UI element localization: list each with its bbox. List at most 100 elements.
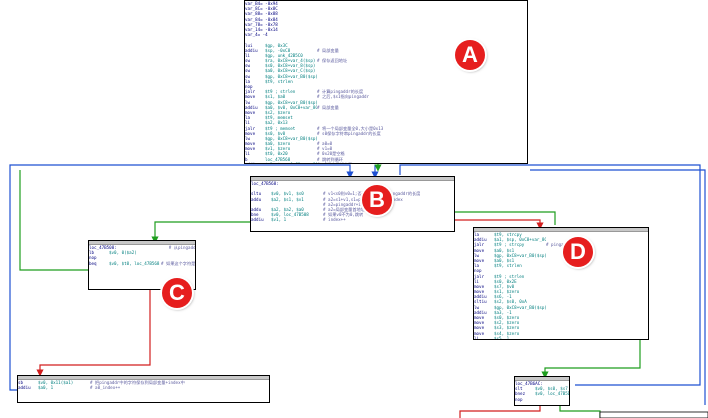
node-b-loop-check[interactable]: loc_47B568:sltu$v0, $v1, $s0# v1<s0则v0=1…: [250, 176, 455, 232]
node-b-lines: loc_47B568:sltu$v0, $v1, $s0# v1<s0则v0=1…: [251, 181, 454, 223]
asm-line[interactable]: move$s3, $zero: [474, 325, 648, 330]
asm-line[interactable]: move$s1, $a0# 之后,$s1指向pingaddr: [245, 94, 527, 99]
badge-a: A: [455, 40, 485, 70]
asm-operands: $s4, $zero: [494, 330, 520, 336]
asm-line[interactable]: loc_47B6AC:: [515, 381, 569, 386]
asm-line[interactable]: lw$gp, 0xC8+var_B0($sp): [474, 253, 648, 258]
asm-mnemonic: move: [474, 315, 485, 320]
asm-line[interactable]: lui$gp, 0x3C: [245, 43, 527, 48]
asm-line[interactable]: beq$v0, $t0, loc_47B568# 如果这个字符是空格,就cont…: [89, 261, 195, 266]
asm-line[interactable]: move$s2, $zero: [245, 110, 527, 115]
asm-line[interactable]: sw$s0, 0xC8+var_8($sp): [245, 63, 527, 68]
asm-mnemonic: move: [474, 283, 485, 289]
asm-line[interactable]: move$s1, $zero: [474, 289, 648, 294]
asm-line[interactable]: sb$v0, 0x11($a1)# 把pingaddr中的字符保存到局部变量+i…: [18, 380, 269, 385]
asm-line[interactable]: var_B4= -0x94: [245, 1, 527, 6]
asm-line[interactable]: li$a2, 0x13: [245, 120, 527, 125]
asm-line[interactable]: lw$gp, 0xC8+var_B0($sp): [245, 136, 527, 141]
asm-mnemonic: jalr: [474, 242, 485, 248]
edge-c-true-to-b: [19, 170, 100, 271]
asm-line[interactable]: addiu$v1, 1# index++: [251, 217, 454, 222]
asm-line[interactable]: li$s0, 0x2E: [474, 279, 648, 284]
node-e-store-byte[interactable]: sb$v0, 0x11($a1)# 把pingaddr中的字符保存到局部变量+i…: [17, 375, 270, 403]
asm-line[interactable]: sw$a0, 0xC8+var_C($sp): [245, 68, 527, 73]
asm-line[interactable]: addiu$a1, $sp, 0xC8+var_8C: [474, 237, 648, 242]
asm-operands: $gp, 0xC8+var_B0($sp): [265, 99, 317, 105]
asm-line[interactable]: move$s0, $v0# s0保存字符串pingaddr的长度: [245, 131, 527, 136]
asm-mnemonic: jalr: [474, 273, 485, 279]
asm-line[interactable]: la$t9, strlen: [245, 79, 527, 84]
asm-line[interactable]: jalr$t9 ; strlen# 计算pingaddr的长度: [245, 89, 527, 94]
asm-mnemonic: addiu: [18, 385, 31, 391]
asm-line[interactable]: move$s4, $zero: [474, 331, 648, 336]
asm-operands: $gp, 0xC8+var_B0($sp): [265, 73, 317, 79]
asm-line[interactable]: var_84= -0x84: [245, 17, 527, 22]
asm-line[interactable]: nop: [89, 255, 195, 260]
asm-line[interactable]: sw$ra, 0xC8+var_4($sp)# 保存返回地址: [245, 58, 527, 63]
asm-line[interactable]: addiu$a0, $v0, 0xC8+var_8C# 局部变量: [245, 105, 527, 110]
asm-operands: $v0, loc_47B508: [271, 212, 309, 218]
asm-operands: $s6, -1: [494, 294, 512, 300]
asm-line[interactable]: var_78= -0x78: [245, 22, 527, 27]
edge-b-false-to-d: [450, 219, 544, 230]
asm-line[interactable]: la$t9, strcpy: [474, 232, 648, 237]
asm-line[interactable]: var_14= -0x14: [245, 27, 527, 32]
asm-line[interactable]: # a2=pingaddr+index: [251, 202, 454, 207]
asm-line[interactable]: bne$v0, loc_47B508# 如果v0不为0,跳转: [251, 212, 454, 217]
asm-line[interactable]: nop: [515, 397, 569, 402]
asm-line[interactable]: nop: [245, 84, 527, 89]
asm-comment: # 保存返回地址: [317, 58, 348, 64]
asm-line[interactable]: addiu$a0, 1# a0_index++: [18, 385, 269, 390]
asm-line[interactable]: loc_47B568:: [251, 181, 454, 186]
asm-line[interactable]: move$v1, $zero# v1=0: [245, 146, 527, 151]
asm-comment: # 局部变量: [317, 47, 339, 53]
asm-line[interactable]: move$a0, $s1: [474, 258, 648, 263]
node-e-lines: sb$v0, 0x11($a1)# 把pingaddr中的字符保存到局部变量+i…: [18, 380, 269, 390]
asm-line[interactable]: la$t9, strlen: [474, 263, 648, 268]
asm-line[interactable]: li$t0, 0x20# 0x20是空格: [245, 151, 527, 156]
asm-line[interactable]: sw$gp, 0xC8+var_B0($sp): [245, 74, 527, 79]
asm-operands: $v0, $s0, $s7: [535, 386, 568, 392]
asm-mnemonic: jalr: [245, 89, 256, 95]
asm-operands: $t9, memset: [265, 115, 293, 121]
asm-line[interactable]: jalr$t9 ; strlen: [474, 274, 648, 279]
asm-line[interactable]: loc_47B508:# 从pingaddr读取一个字节到v0: [89, 245, 195, 250]
asm-line[interactable]: addiu$s6, -1: [474, 294, 648, 299]
asm-mnemonic: nop: [515, 396, 523, 402]
asm-line[interactable]: lw$gp, 0xC8+var_B0($sp): [474, 305, 648, 310]
asm-line[interactable]: move$s2, $zero: [474, 320, 648, 325]
asm-mnemonic: li: [474, 335, 480, 340]
asm-line[interactable]: lw$gp, 0xC8+var_B0($sp): [245, 100, 527, 105]
asm-mnemonic: nop: [89, 255, 97, 261]
asm-mnemonic: la: [245, 78, 251, 84]
asm-line[interactable]: var_88= -0x88: [245, 11, 527, 16]
asm-line[interactable]: addiu$a1, $sp, 0xC8+var_8C# a1指向局部变量: [245, 162, 527, 163]
asm-comment: # a2=pingaddr+index: [323, 201, 371, 207]
asm-line[interactable]: var_8C= -0x8C: [245, 6, 527, 11]
asm-line[interactable]: move$a0, $s1: [474, 248, 648, 253]
asm-line[interactable]: addiu$a3, -1: [474, 310, 648, 315]
asm-line[interactable]: move$s7, $v0: [474, 284, 648, 289]
asm-line[interactable]: nop: [474, 268, 648, 273]
asm-line[interactable]: addu$a2, $a2, $a0# a2=局部变量首地址+a0: [251, 207, 454, 212]
asm-line[interactable]: li$s5, 1: [474, 335, 648, 340]
node-b-titlebar: [251, 177, 454, 181]
asm-line[interactable]: jalr$t9 ; memset# 将一个局部变量全0,大小是0x13: [245, 126, 527, 131]
node-d-titlebar: [474, 228, 648, 232]
asm-line[interactable]: bnez$v0, loc_47B5D8: [515, 391, 569, 396]
asm-line[interactable]: li$gp, unk_42B5C0: [245, 53, 527, 58]
asm-line[interactable]: slt$v0, $s0, $s7: [515, 386, 569, 391]
asm-line[interactable]: var_4= -4: [245, 32, 527, 37]
asm-line[interactable]: lb$v0, 0($a2): [89, 250, 195, 255]
asm-line[interactable]: move$s0, $zero: [474, 315, 648, 320]
asm-line[interactable]: la$t9, memset: [245, 115, 527, 120]
asm-line[interactable]: sltiu$s2, $s0, 0xA: [474, 299, 648, 304]
asm-operands: $gp, 0xC8+var_B0($sp): [265, 135, 317, 141]
asm-line[interactable]: addiu$sp, -0xC8# 局部变量: [245, 48, 527, 53]
asm-operands: $v0, 0($a2): [109, 250, 137, 256]
asm-line[interactable]: move$a0, $zero# a0=0: [245, 141, 527, 146]
